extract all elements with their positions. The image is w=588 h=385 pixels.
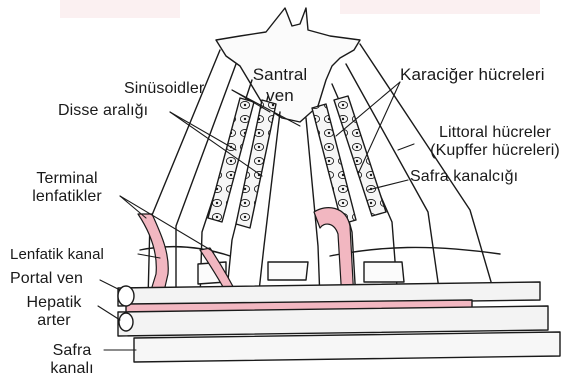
bile-duct-line2: kanalı xyxy=(42,360,102,378)
hepatic-artery-line1: Hepatik xyxy=(18,294,90,312)
right-plate-a xyxy=(306,118,320,300)
bile-canaliculus-label: Safra kanalcığı xyxy=(410,168,518,186)
sinusoids-label: Sinüsoidler xyxy=(124,80,204,98)
terminal-lymphatics-line1: Terminal xyxy=(14,170,120,188)
leader-terminal-1 xyxy=(120,196,146,218)
hepatic-artery xyxy=(118,306,548,336)
septum-right xyxy=(330,247,500,256)
portal-vein-cut-end xyxy=(118,286,134,306)
hepatic-artery-line2: arter xyxy=(18,312,90,330)
central-vein-label-line2: ven xyxy=(246,85,314,106)
central-vein-label: Santral ven xyxy=(246,64,314,106)
leader-terminal-2 xyxy=(120,196,214,252)
leader-disse-1 xyxy=(170,112,236,150)
terminal-lymphatics-label: Terminal lenfatikler xyxy=(14,170,120,206)
small-block-center xyxy=(268,262,308,280)
liver-cells-label: Karaciğer hücreleri xyxy=(400,66,545,84)
bile-duct-line1: Safra xyxy=(42,342,102,360)
bile-duct xyxy=(134,332,560,362)
hepatic-artery-cut-end xyxy=(119,313,133,331)
portal-vein-label: Portal ven xyxy=(10,270,83,288)
terminal-lymphatics-line2: lenfatikler xyxy=(14,188,120,206)
littoral-cells-line1: Littoral hücreler xyxy=(410,124,580,142)
littoral-cells-line2: (Kupffer hücreleri) xyxy=(410,142,580,160)
bile-duct-label: Safra kanalı xyxy=(42,342,102,378)
hepatic-artery-label: Hepatik arter xyxy=(18,294,90,330)
leader-portal-vein xyxy=(100,280,120,290)
disse-space-label: Disse aralığı xyxy=(58,102,148,120)
littoral-cells-label: Littoral hücreler (Kupffer hücreleri) xyxy=(410,124,580,160)
leader-hepatic-artery xyxy=(98,306,120,320)
central-vein-label-line1: Santral xyxy=(246,64,314,85)
small-block-right xyxy=(364,262,404,282)
lymph-channel-label: Lenfatik kanal xyxy=(10,246,104,264)
